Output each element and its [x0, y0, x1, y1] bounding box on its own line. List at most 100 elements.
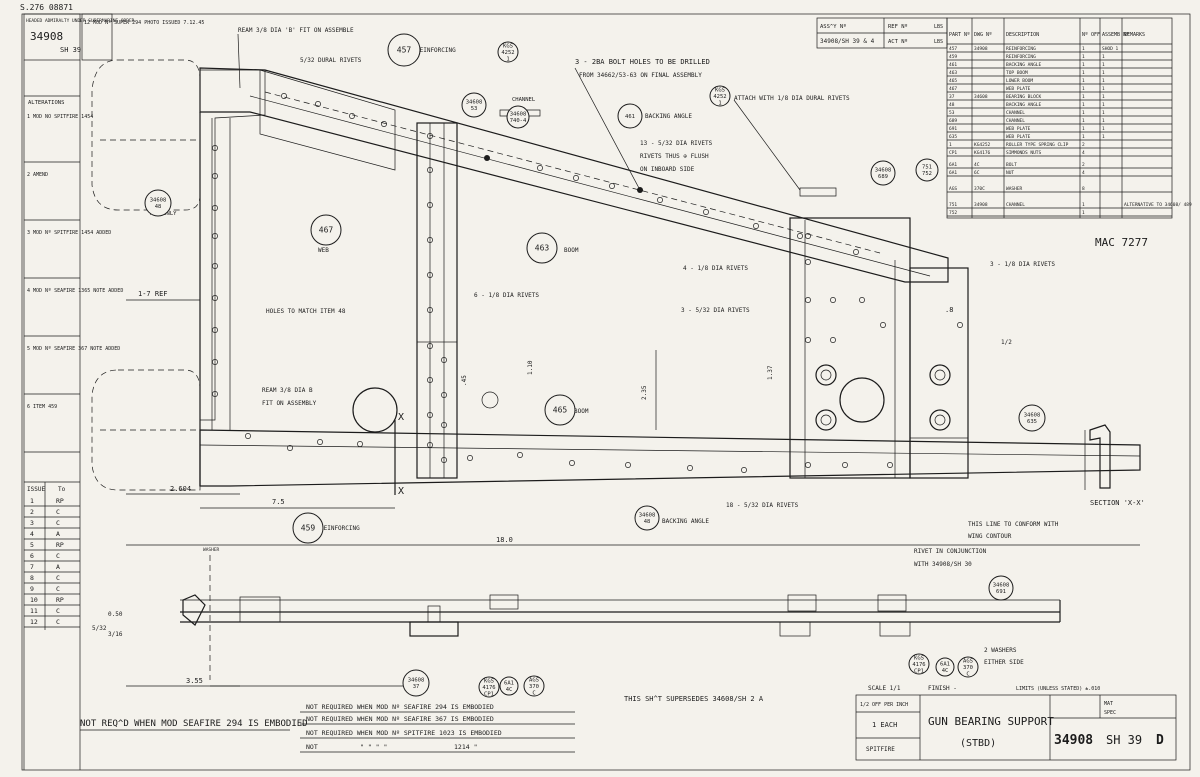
- rivet: [441, 392, 447, 398]
- balloon-text: 34608: [466, 100, 483, 106]
- alteration-entry: 2 AMEND: [27, 172, 48, 178]
- balloon-text: 689: [878, 174, 888, 180]
- balloon-467: 467: [310, 214, 342, 246]
- balloon-text: KGS: [484, 678, 494, 684]
- parts-cell-desc: WEB PLATE: [1006, 86, 1031, 92]
- tb-subtitle: (STBD): [960, 738, 996, 749]
- parts-cell-off: 1: [1082, 46, 1085, 52]
- issue-col2: To: [58, 486, 66, 493]
- issue-code: C: [56, 574, 60, 582]
- parts-cell-desc: WEB PLATE: [1006, 134, 1031, 140]
- tb-limits: LIMITS (UNLESS STATED) ±.010: [1016, 686, 1100, 692]
- act-no-label: ACT Nº: [888, 38, 908, 45]
- parts-cell-part: 465: [949, 78, 957, 84]
- note-backing-angle-48: BACKING ANGLE: [662, 518, 709, 525]
- tb-drawing-no: 34908: [1054, 733, 1093, 748]
- rivet: [427, 272, 433, 278]
- issue-code: C: [56, 552, 60, 560]
- rivet: [842, 462, 848, 468]
- note-attach: ATTACH WITH 1/8 DIA DURAL RIVETS: [734, 95, 850, 102]
- parts-cell-off: 1: [1082, 210, 1085, 216]
- note-rivets-13: 13 - 5/32 DIA RIVETS: [640, 140, 713, 147]
- tb-qty: 1 EACH: [872, 721, 897, 729]
- balloon-text: 6A1: [940, 662, 950, 668]
- issue-code: C: [56, 508, 60, 516]
- parts-cell-dwg: 370C: [974, 186, 985, 192]
- item-balloons: 4574674634614654593460848346084834608533…: [144, 33, 1046, 698]
- issue-code: C: [56, 519, 60, 527]
- parts-cell-dwg: KG4176: [974, 150, 991, 156]
- rivet: [830, 297, 836, 303]
- balloon-text: 691: [996, 589, 1006, 595]
- assy-no-label: ASS^Y Nº: [820, 23, 847, 30]
- note-boom-463: BOOM: [564, 247, 579, 254]
- rivet: [625, 462, 631, 468]
- rivet: [427, 307, 433, 313]
- note-backing-angle-461: BACKING ANGLE: [645, 113, 692, 120]
- balloon-text: 751: [922, 165, 932, 171]
- balloon-text: 48: [155, 204, 162, 210]
- parts-cell-part: AGS: [949, 186, 957, 192]
- parts-cell-off: 1: [1082, 78, 1085, 84]
- parts-cell-off: 2: [1082, 162, 1085, 168]
- parts-cell-off: 1: [1082, 102, 1085, 108]
- note-washers-2: EITHER SIDE: [984, 659, 1024, 666]
- issue-number: 7: [30, 563, 34, 571]
- rivet: [703, 209, 709, 215]
- parts-cell-desc: BEARING BLOCK: [1006, 94, 1042, 100]
- sheet-border: [21, 13, 1191, 771]
- balloon-text: 4C: [942, 668, 949, 674]
- issue-number: 3: [30, 519, 34, 527]
- parts-cell-desc: BOLT: [1006, 162, 1017, 168]
- parts-cell-desc: REINFORCING: [1006, 46, 1036, 52]
- balloon-463: 463: [526, 232, 558, 264]
- rivet: [212, 145, 218, 151]
- alterations-column: S.276 08871 HEADED ADMIRALTY UNDER SUPER…: [20, 3, 204, 770]
- balloon-text: 53: [471, 106, 478, 112]
- parts-cell-off: 2: [1082, 142, 1085, 148]
- issue-code: A: [56, 530, 60, 538]
- rivet: [830, 337, 836, 343]
- tl-box-number: 34908: [30, 30, 63, 43]
- parts-cell-part: 6A1: [949, 170, 957, 176]
- issue-number: 1: [30, 497, 34, 505]
- parts-cell-assy: 1: [1102, 86, 1105, 92]
- parts-cell-assy: 1: [1102, 118, 1105, 124]
- balloon-text: C: [532, 690, 535, 696]
- issue-code: A: [56, 563, 60, 571]
- balloon-text: AGS: [529, 677, 539, 683]
- dim-3-16: 3/16: [108, 631, 123, 638]
- parts-cell-dwg: KG4252: [974, 142, 991, 148]
- parts-cell-assy: 1: [1102, 94, 1105, 100]
- rivet: [467, 455, 473, 461]
- parts-row: 752 1: [947, 210, 1172, 217]
- balloon-457: 457: [387, 33, 421, 67]
- alteration-entry: 3 MOD Nº SPITFIRE 1454 ADDED: [27, 230, 111, 236]
- parts-cell-off: 8: [1082, 186, 1085, 192]
- balloon-text: 48: [644, 519, 651, 525]
- note-contour: THIS LINE TO CONFORM WITH: [968, 521, 1059, 528]
- balloon-text: 461: [625, 114, 635, 120]
- rivet: [853, 249, 859, 255]
- issue-number: 2: [30, 508, 34, 516]
- parts-cell-part: 752: [949, 210, 957, 216]
- rivet: [357, 441, 363, 447]
- rivet: [427, 202, 433, 208]
- dim-0-50: 0.50: [108, 611, 123, 618]
- rivet: [805, 259, 811, 265]
- tb-title: GUN BEARING SUPPORT: [928, 715, 1054, 728]
- parts-cell-part: 467: [949, 86, 957, 92]
- parts-cell-desc: LOWER BOOM: [1006, 78, 1033, 84]
